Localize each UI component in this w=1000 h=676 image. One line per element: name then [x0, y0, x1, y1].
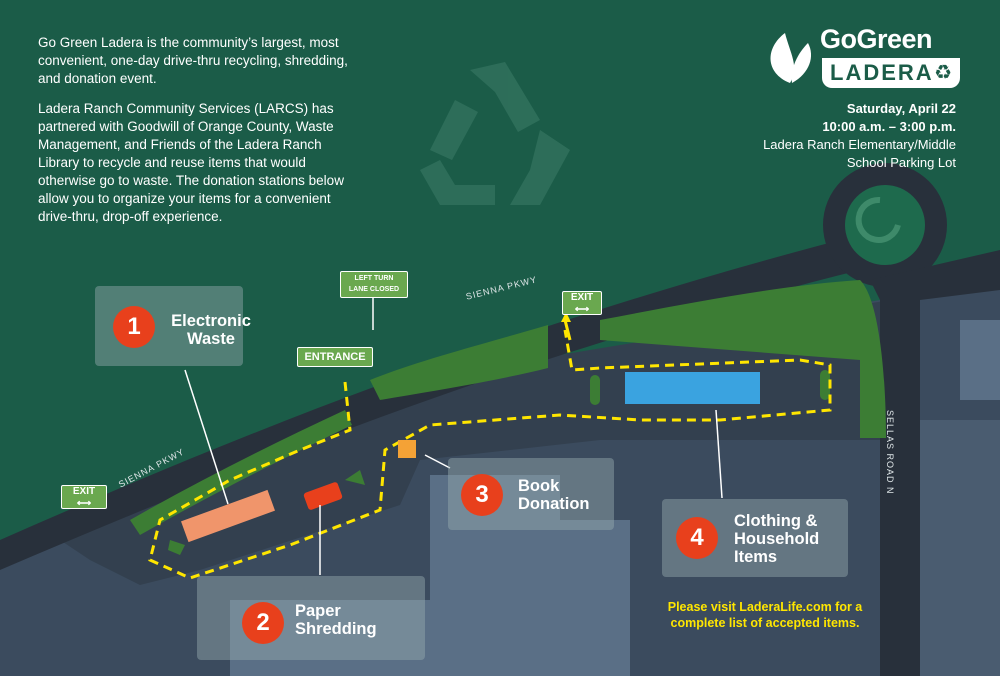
event-date: Saturday, April 22 — [846, 101, 956, 116]
station-number-badge: 1 — [113, 306, 155, 348]
event-location-line2: School Parking Lot — [846, 155, 956, 170]
website-notice: Please visit LaderaLife.com for a comple… — [667, 600, 863, 630]
recycle-icon: ♻ — [934, 62, 952, 84]
logo-text-bottom: LADERA — [830, 60, 934, 85]
event-location-line1: Ladera Ranch Elementary/Middle — [763, 137, 956, 152]
station-book-donation: 3 Book Donation — [448, 458, 614, 530]
exit-sign-right: EXIT ⟷ — [562, 291, 602, 315]
entrance-sign: ENTRANCE — [297, 347, 373, 367]
event-time: 10:00 a.m. – 3:00 p.m. — [822, 119, 956, 134]
logo-badge: LADERA ♻ — [822, 58, 960, 88]
double-arrow-icon: ⟷ — [574, 304, 590, 315]
intro-paragraph-1: Go Green Ladera is the community’s large… — [38, 35, 348, 86]
station-label: Electronic Waste — [171, 312, 251, 348]
station-clothing-household: 4 Clothing & Household Items — [662, 499, 848, 577]
station-label: Book Donation — [518, 477, 590, 513]
station-electronic-waste: 1 Electronic Waste — [95, 286, 251, 366]
station-number-badge: 4 — [676, 517, 718, 559]
double-arrow-icon: ⟷ — [76, 498, 92, 509]
station-label: Clothing & Household Items — [734, 512, 820, 566]
event-info: Saturday, April 22 10:00 a.m. – 3:00 p.m… — [763, 100, 956, 172]
station-label: Paper Shredding — [295, 602, 377, 638]
recycle-watermark-icon — [420, 62, 570, 205]
gogreen-ladera-logo: GoGreen LADERA ♻ — [760, 22, 960, 92]
logo-text-top: GoGreen — [820, 24, 933, 54]
station-number-badge: 2 — [242, 602, 284, 644]
road-label-sellas: SELLAS ROAD N — [885, 410, 895, 495]
left-turn-closed-sign: LEFT TURN LANE CLOSED — [340, 271, 408, 298]
intro-paragraph-2: Ladera Ranch Community Services (LARCS) … — [38, 101, 344, 224]
leaf-icon — [770, 33, 812, 83]
exit-sign-left: EXIT ⟷ — [61, 485, 107, 509]
station-paper-shredding: 2 Paper Shredding — [197, 576, 425, 660]
station-number-badge: 3 — [461, 474, 503, 516]
